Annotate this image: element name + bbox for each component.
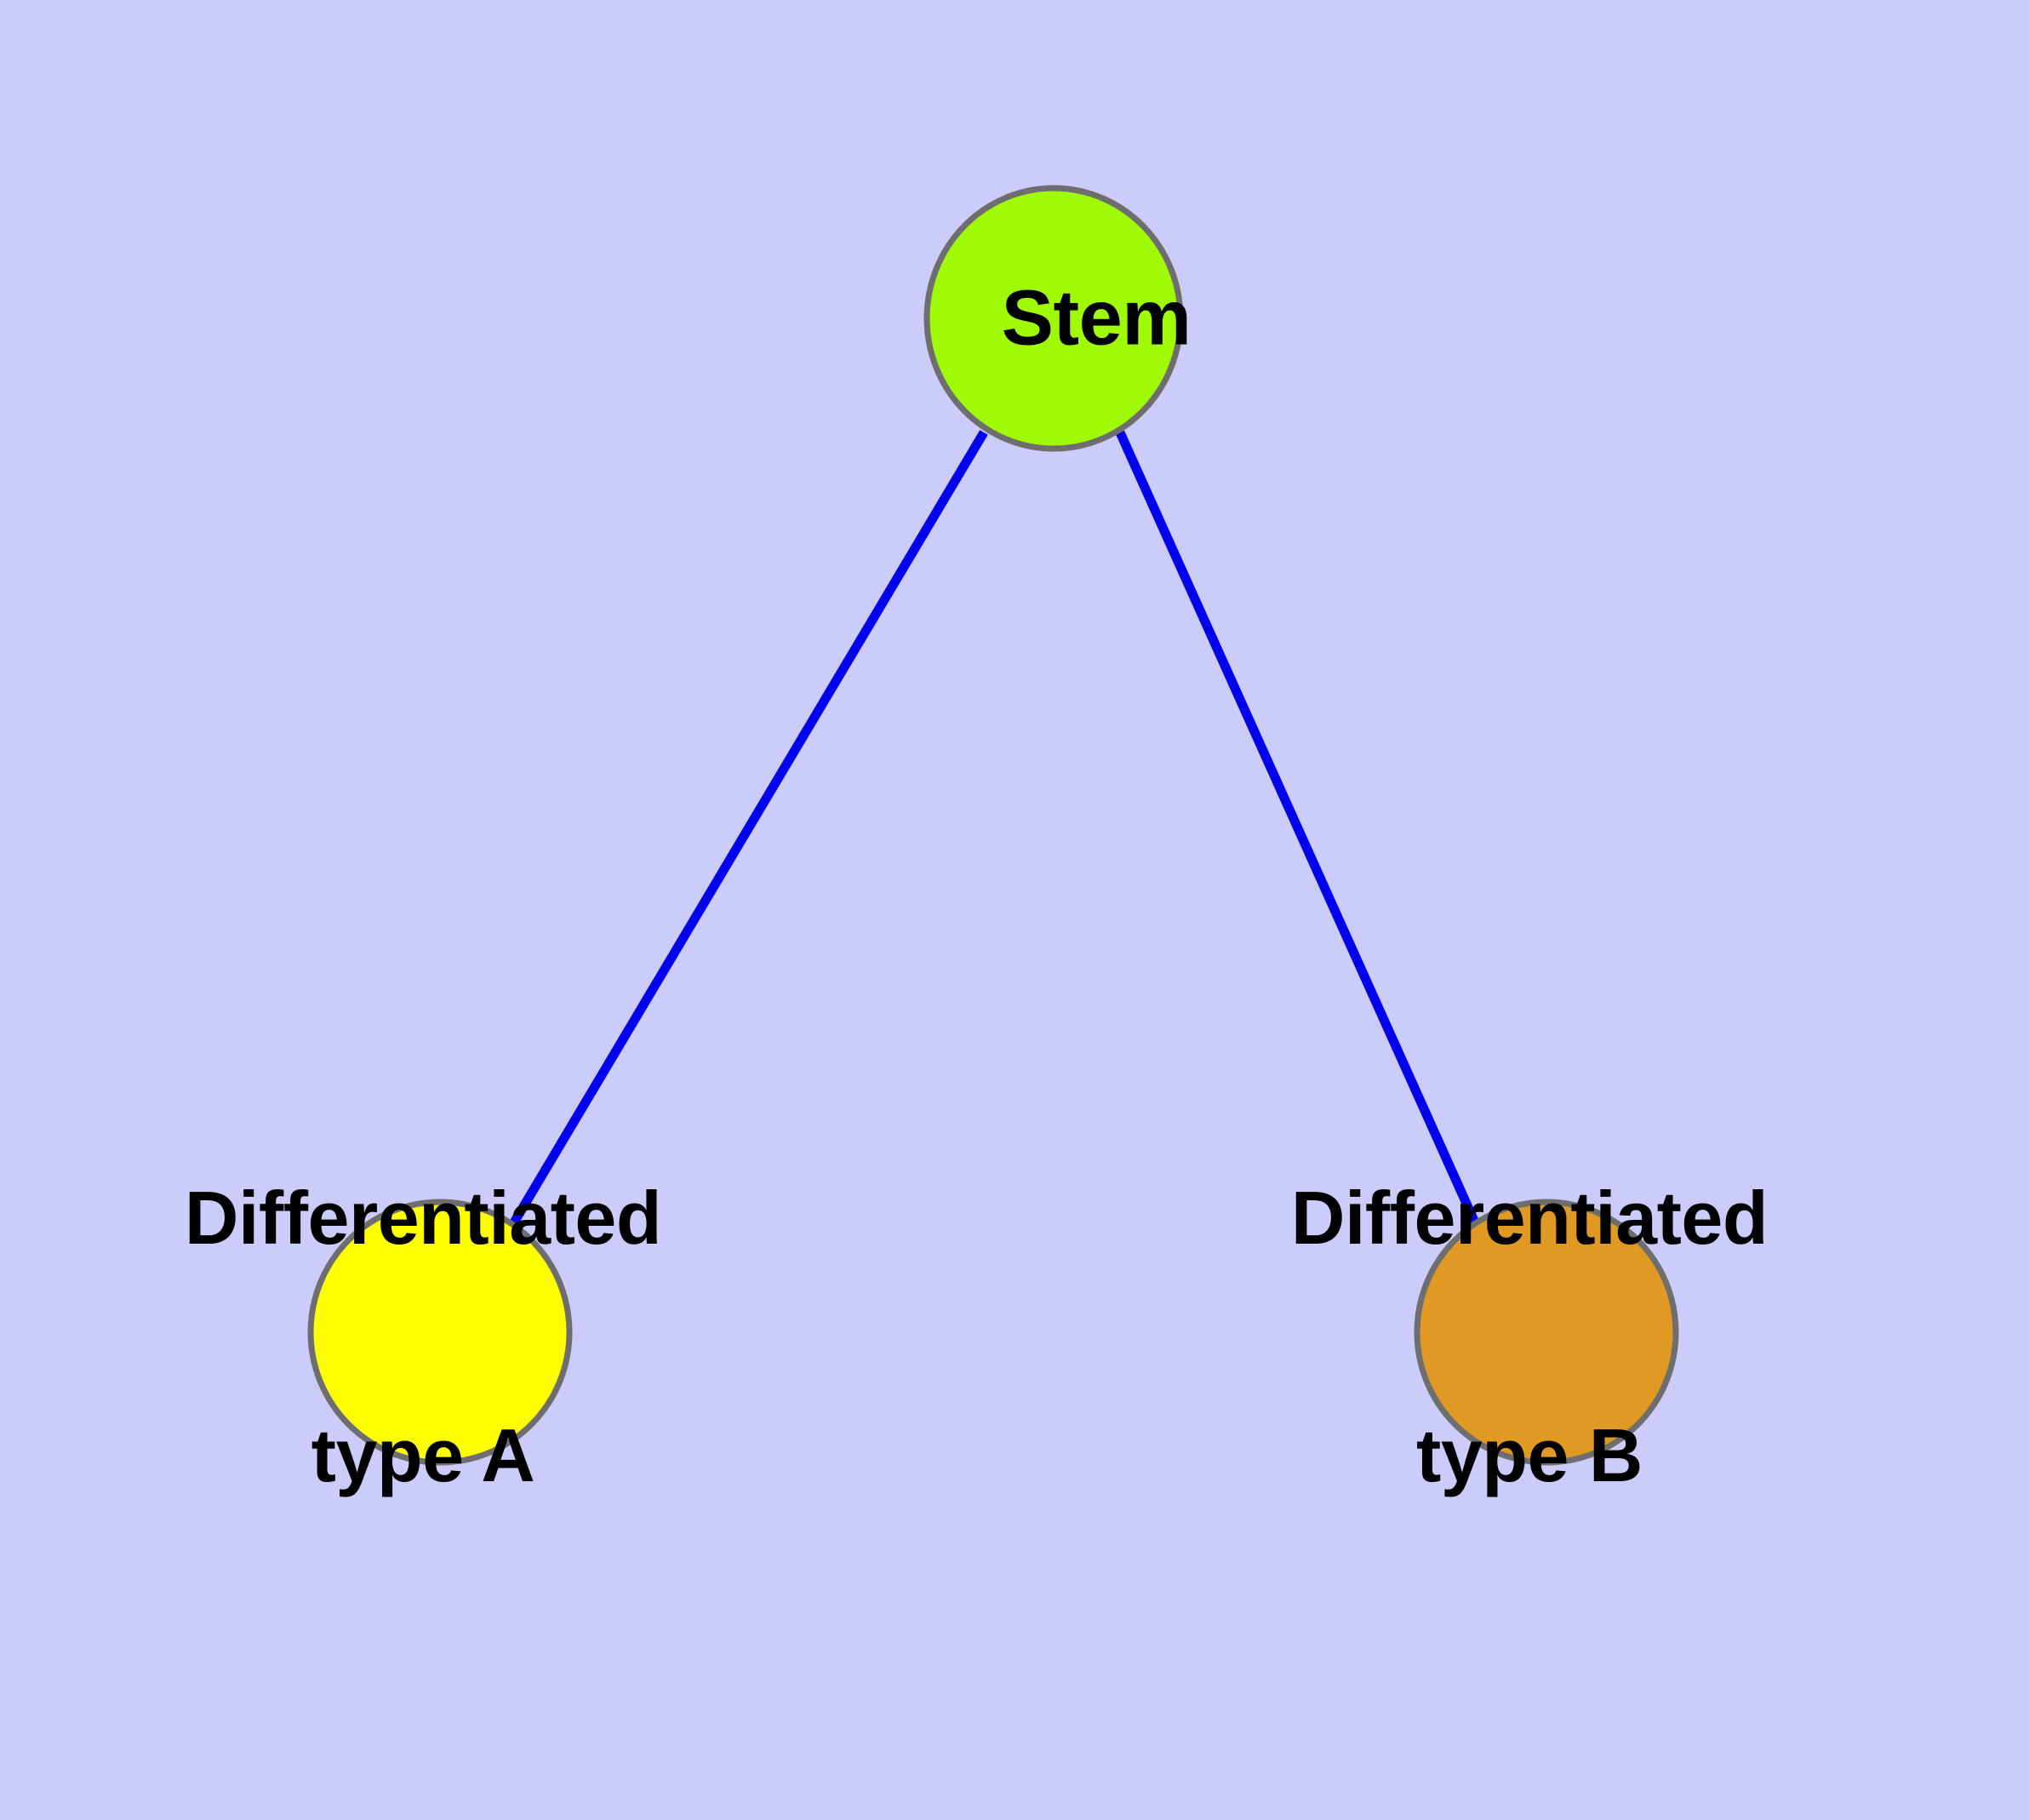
- edge-layer: [510, 430, 1480, 1225]
- edge-stem-to-diff-b[interactable]: [1115, 430, 1480, 1225]
- node-layer: [307, 185, 1679, 1466]
- node-diff-a-circle[interactable]: [307, 1199, 573, 1466]
- node-diff-b-circle[interactable]: [1414, 1199, 1679, 1466]
- edge-stem-to-diff-a[interactable]: [510, 430, 988, 1225]
- node-stem-circle[interactable]: [923, 185, 1184, 452]
